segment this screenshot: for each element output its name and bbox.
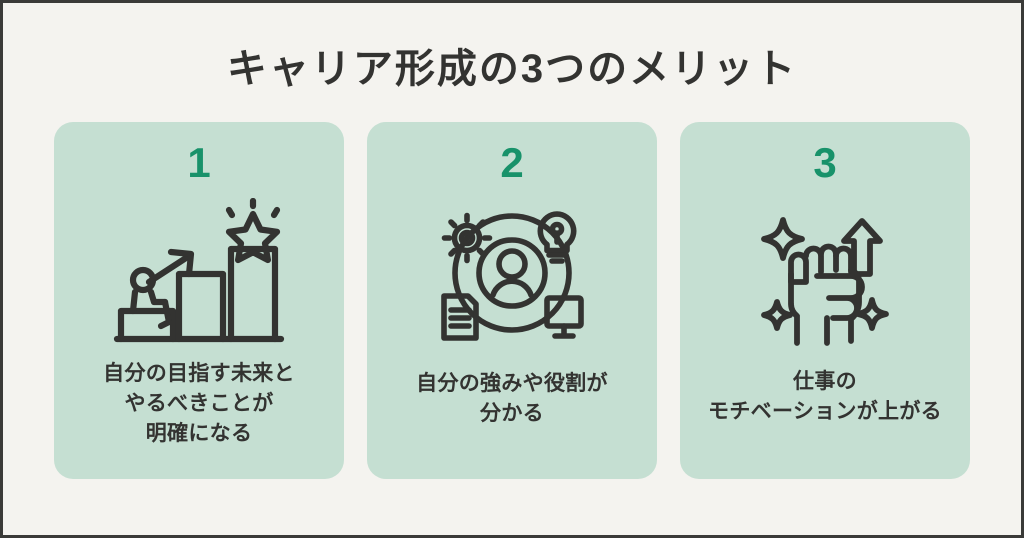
benefit-card-2: 2: [367, 122, 657, 479]
card-caption-3-line-1: 仕事の: [793, 370, 857, 393]
card-caption-3: 仕事の モチベーションが上がる: [680, 367, 970, 427]
card-caption-3-line-2: モチベーションが上がる: [708, 399, 942, 423]
benefit-cards-row: 1: [54, 122, 970, 479]
card-caption-1-line-3: 明確になる: [145, 421, 253, 445]
benefit-card-3: 3: [680, 122, 970, 479]
benefit-card-1: 1: [54, 122, 344, 479]
card-caption-2-line-1: 自分の強みや役割が: [416, 372, 608, 395]
growth-bar-chart-star-icon: [113, 193, 285, 353]
card-number-3: 3: [813, 138, 837, 186]
card-number-2: 2: [500, 138, 524, 186]
card-caption-2-line-2: 分かる: [480, 401, 544, 425]
person-skills-circle-icon: [437, 193, 587, 353]
card-caption-1-line-1: 自分の目指す未来と: [103, 362, 295, 385]
card-number-1: 1: [187, 138, 211, 186]
card-caption-1: 自分の目指す未来と やるべきことが 明確になる: [54, 359, 344, 448]
raised-fist-arrow-sparkle-icon: [757, 193, 893, 353]
card-caption-1-line-2: やるべきことが: [124, 391, 274, 415]
card-caption-2: 自分の強みや役割が 分かる: [367, 369, 657, 429]
page-title: キャリア形成の3つのメリット: [226, 47, 798, 91]
